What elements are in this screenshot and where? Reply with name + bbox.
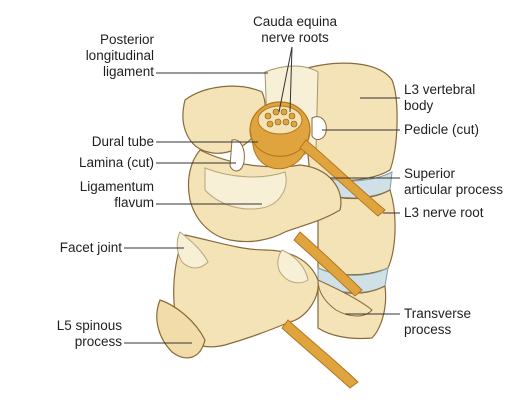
- label-ligamentum-flavum: Ligamentum flavum: [79, 179, 154, 210]
- pedicle-cut-shape: [311, 116, 327, 140]
- facet-joint-shape: [176, 231, 209, 269]
- nerve-root-dots: [264, 108, 298, 128]
- label-l5-spinous-process: L5 spinous process: [56, 318, 122, 349]
- dural-tube-lower: [249, 129, 311, 170]
- label-dural-tube: Dural tube: [91, 134, 154, 149]
- leader-lines: [124, 46, 400, 344]
- leader-cauda-equina-2: [289, 46, 293, 113]
- label-cauda-equina-nerve-roots: Cauda equina nerve roots: [252, 14, 338, 45]
- label-transverse-process: Transverse process: [404, 306, 472, 337]
- label-pedicle-cut: Pedicle (cut): [404, 122, 480, 137]
- lower-facet-joint-shape: [277, 249, 309, 284]
- upper-lamina-and-processes: [182, 85, 266, 154]
- l5-nerve-root-shape: [281, 319, 359, 389]
- label-lamina-cut: Lamina (cut): [78, 155, 154, 170]
- label-l3-vertebral-body: L3 vertebral body: [404, 82, 476, 113]
- leader-cauda-equina-1: [278, 46, 293, 113]
- label-l3-nerve-root: L3 nerve root: [404, 205, 484, 220]
- label-superior-articular-process: Superior articular process: [404, 166, 504, 197]
- posterior-elements: [156, 85, 342, 359]
- label-facet-joint: Facet joint: [59, 240, 122, 255]
- label-posterior-longitudinal-ligament: Posterior longitudinal ligament: [85, 32, 154, 79]
- transverse-process-shape: [317, 279, 373, 317]
- l4-nerve-root-shape: [293, 231, 363, 297]
